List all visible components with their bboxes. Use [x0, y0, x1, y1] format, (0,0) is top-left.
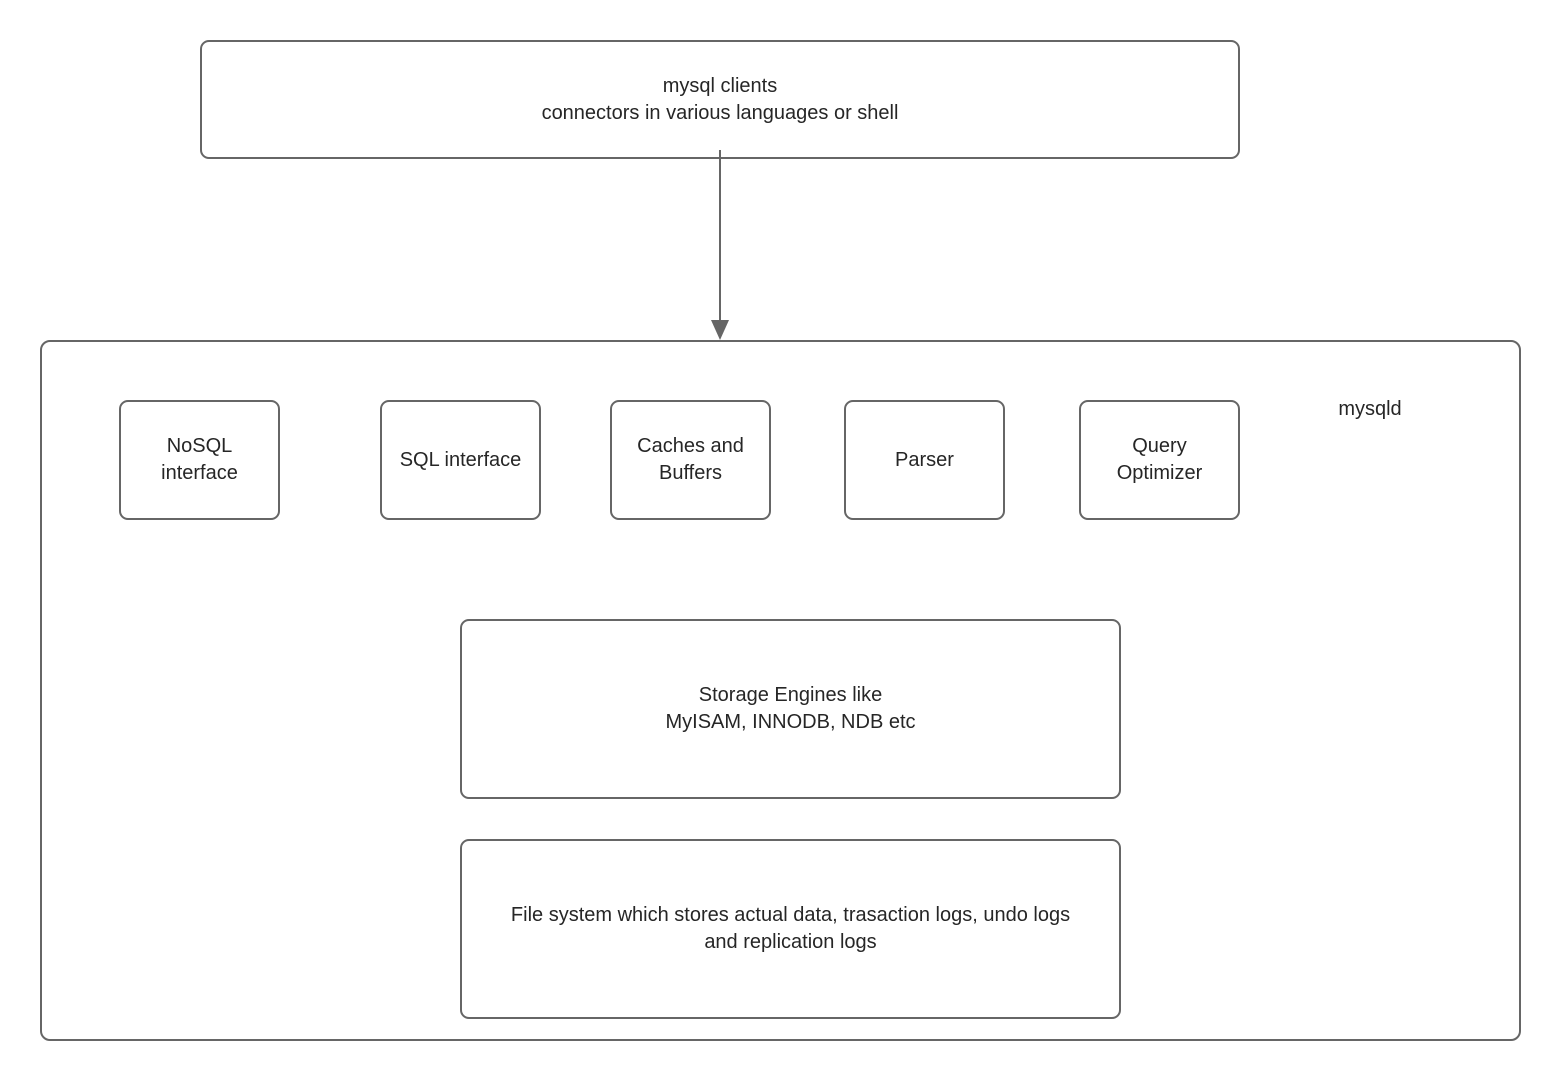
component-label: Caches and Buffers — [637, 435, 744, 484]
storage-engines-box[interactable]: Storage Engines like MyISAM, INNODB, NDB… — [460, 619, 1121, 799]
component-nosql-interface[interactable]: NoSQL interface — [119, 400, 280, 520]
component-caches-and-buffers[interactable]: Caches and Buffers — [610, 400, 771, 520]
mysqld-label: mysqld — [1338, 398, 1402, 420]
file-system-label: File system which stores actual data, tr… — [510, 904, 1071, 953]
clients-box[interactable]: mysql clients connectors in various lang… — [200, 40, 1240, 159]
component-label: SQL interface — [399, 448, 522, 471]
component-query-optimizer[interactable]: Query Optimizer — [1079, 400, 1240, 520]
clients-box-label: mysql clients connectors in various lang… — [541, 74, 899, 124]
clients-to-mysqld-arrow — [680, 150, 760, 350]
file-system-box[interactable]: File system which stores actual data, tr… — [460, 839, 1121, 1019]
component-parser[interactable]: Parser — [844, 400, 1005, 520]
storage-engines-label: Storage Engines like MyISAM, INNODB, NDB… — [665, 684, 916, 733]
component-label: Parser — [895, 448, 954, 471]
component-label: NoSQL interface — [161, 435, 238, 484]
component-label: Query Optimizer — [1116, 435, 1203, 484]
component-sql-interface[interactable]: SQL interface — [380, 400, 541, 520]
